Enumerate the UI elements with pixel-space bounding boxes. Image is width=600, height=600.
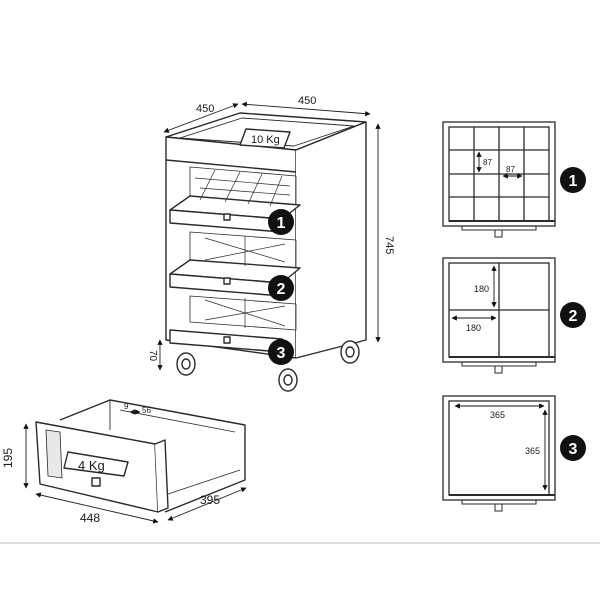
insert-1-cell-width-label: 87 <box>506 165 515 174</box>
insert-2-cell-width-label: 180 <box>466 323 481 333</box>
drawer-load-label: 4 Kg <box>78 458 105 473</box>
insert-marker-3: 3 <box>560 435 586 461</box>
wheel-icons <box>176 340 360 392</box>
cabinet-wheel-label: 70 <box>147 350 158 362</box>
cabinet-dimensions <box>157 101 381 371</box>
cabinet-marker-1: 1 <box>268 209 294 235</box>
drawer-height-label: 195 <box>1 448 15 468</box>
insert-marker-3-label: 3 <box>569 441 578 458</box>
drawer-inner-label: 56 <box>142 406 151 415</box>
drawer-drawing <box>35 399 246 513</box>
cabinet-width-label: 450 <box>196 103 214 115</box>
insert-2-cell-height-label: 180 <box>474 284 489 294</box>
cabinet-drawing <box>165 112 367 359</box>
insert-3-width-label: 365 <box>490 410 505 420</box>
insert-3-depth-label: 365 <box>525 446 540 456</box>
marker-2-label: 2 <box>277 281 286 298</box>
cabinet-height-label: 745 <box>383 236 395 254</box>
insert-marker-1-label: 1 <box>569 173 578 190</box>
drawer-dimensions <box>23 409 247 524</box>
cabinet-load-label: 10 Kg <box>251 134 280 146</box>
insert-marker-2-label: 2 <box>569 308 578 325</box>
drawer-width-label: 448 <box>80 511 100 525</box>
cabinet-marker-2: 2 <box>268 275 294 301</box>
marker-1-label: 1 <box>277 215 286 232</box>
insert-marker-2: 2 <box>560 302 586 328</box>
drawer-depth-label: 395 <box>200 493 220 507</box>
cabinet-marker-3: 3 <box>268 339 294 365</box>
drawer-side-label: 9 <box>124 402 129 411</box>
insert-1-drawing <box>442 121 556 238</box>
insert-2-drawing <box>442 257 556 374</box>
insert-marker-1: 1 <box>560 167 586 193</box>
insert-1-cell-height-label: 87 <box>483 158 492 167</box>
insert-3-drawing <box>442 395 556 512</box>
marker-3-label: 3 <box>277 345 286 362</box>
cabinet-depth-label: 450 <box>298 95 316 107</box>
